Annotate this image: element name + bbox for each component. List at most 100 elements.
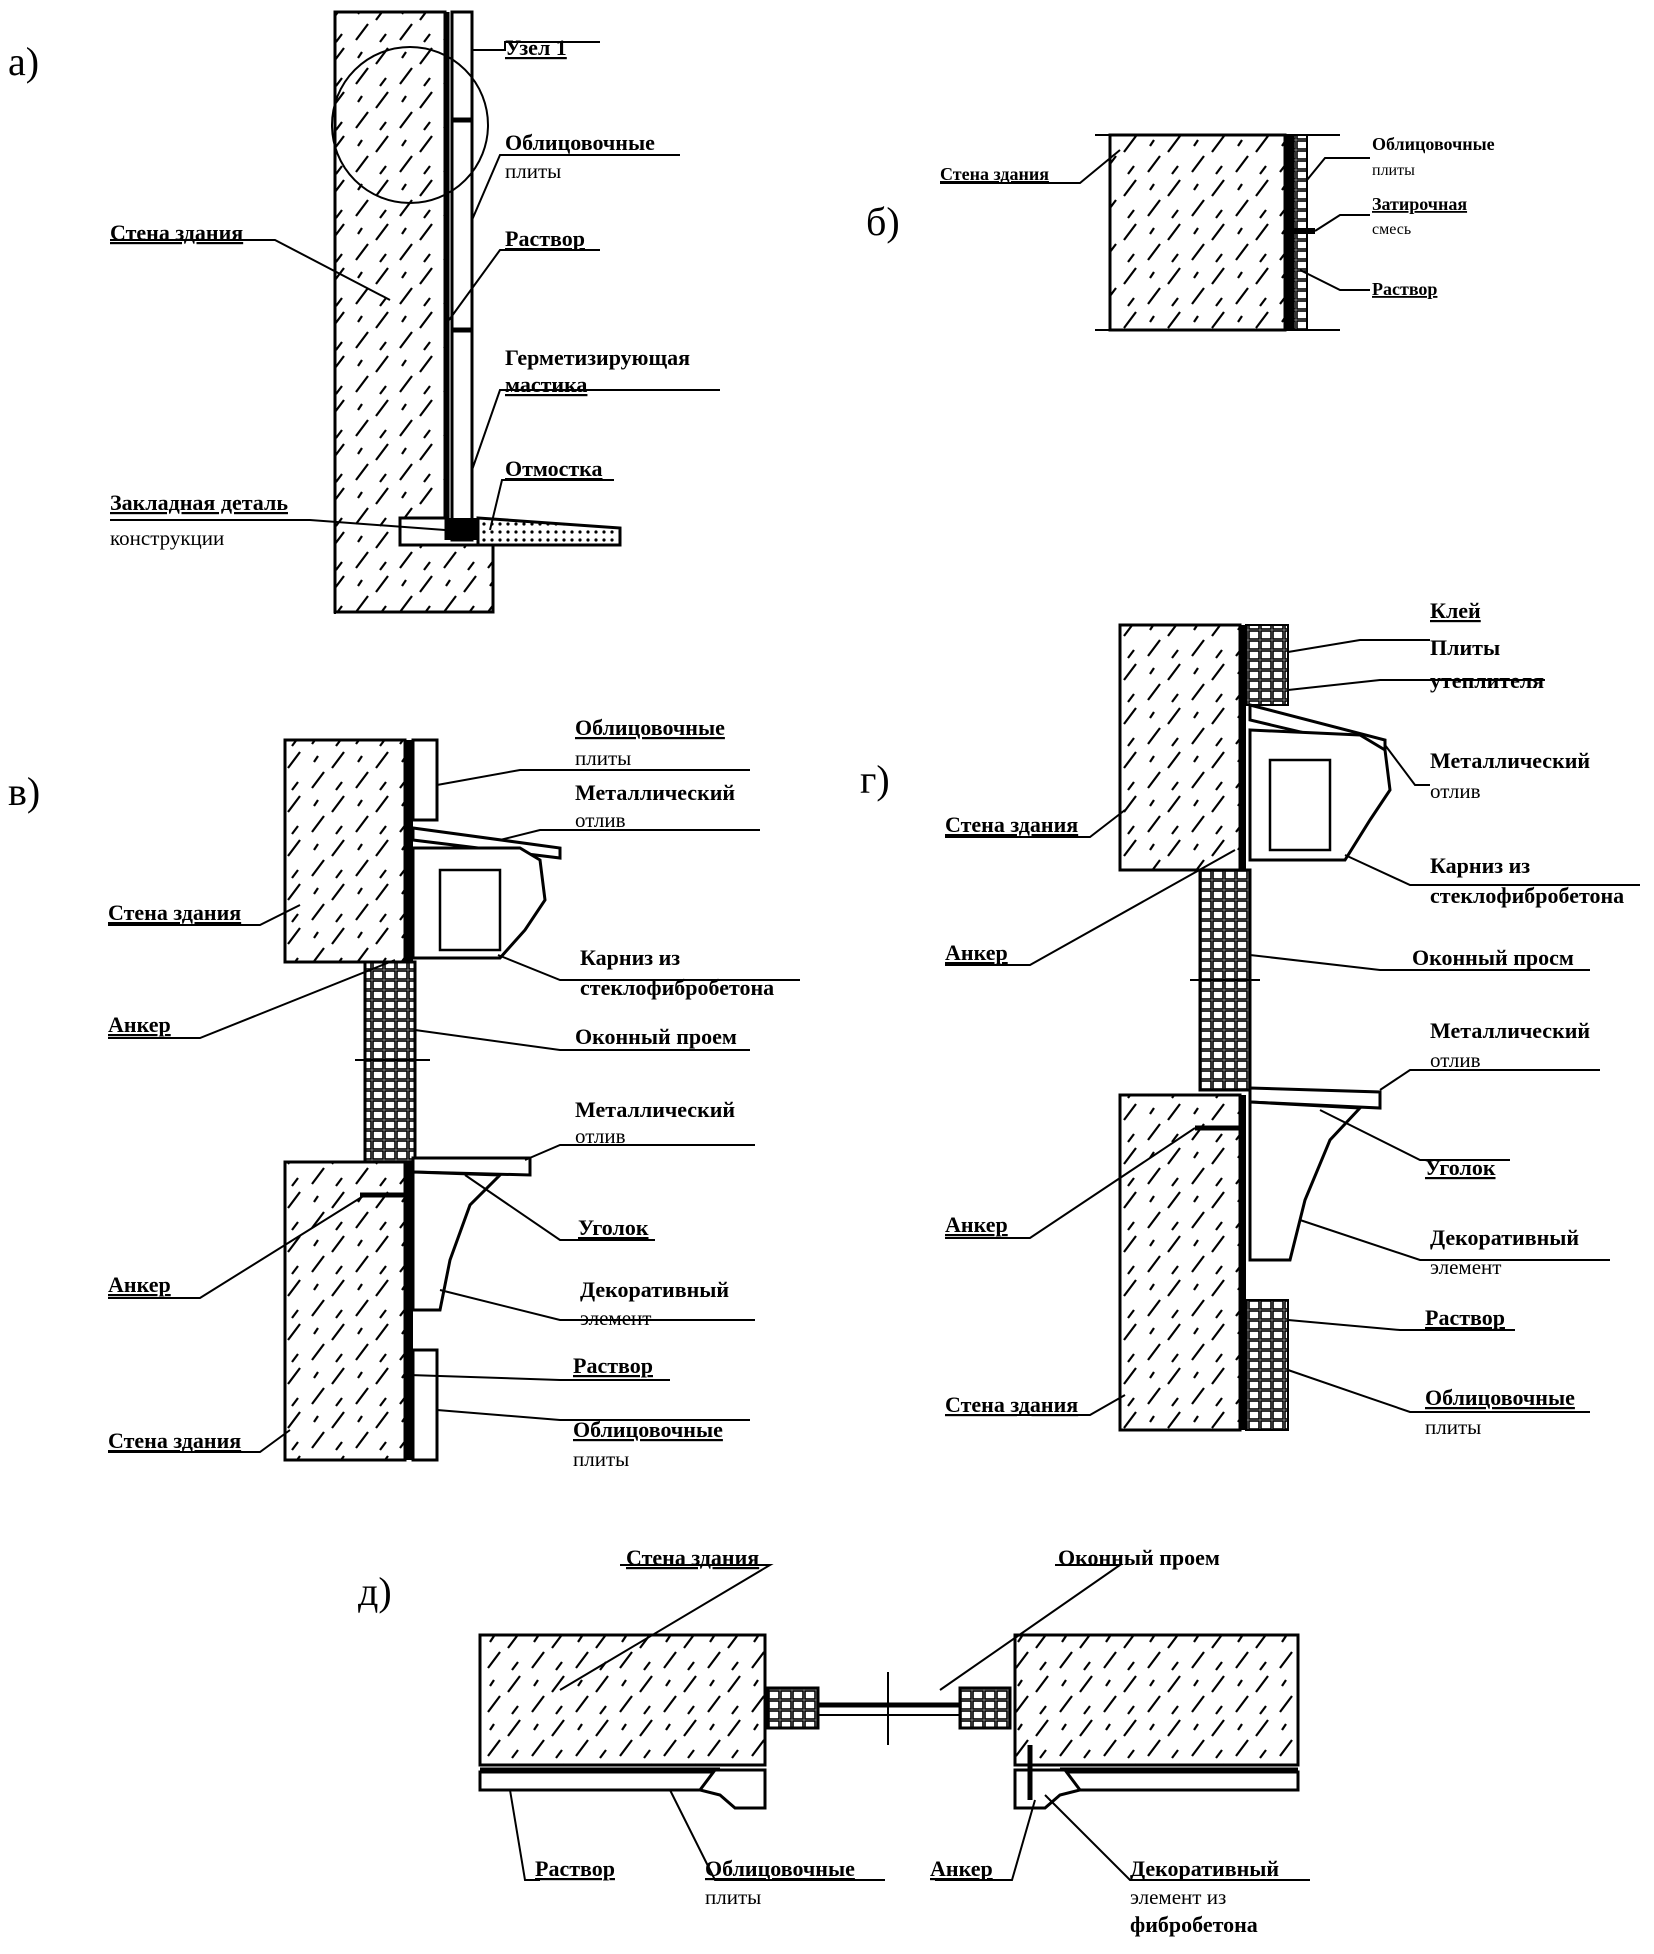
panel-g-label-drip-top-1: Металлический bbox=[1430, 748, 1590, 773]
panel-g-label-window: Оконный просм bbox=[1412, 945, 1574, 970]
panel-a-label-cladding-1: Облицовочные bbox=[505, 130, 655, 155]
panel-g-cornice-bracket bbox=[1268, 758, 1332, 852]
panel-a-leader-blind-area bbox=[489, 479, 614, 531]
panel-v-label-wall-top: Стена здания bbox=[108, 900, 241, 925]
panel-a-leader-embedded bbox=[110, 519, 446, 531]
panel-v-cladding-upper bbox=[411, 738, 439, 822]
panel-g: г) Клей Плиты утеплителя Металлический bbox=[860, 598, 1640, 1439]
panel-a-label-mastic-1: Герметизирующая bbox=[505, 345, 690, 370]
panel-v-window-frame bbox=[363, 960, 417, 1164]
panel-a-letter: а) bbox=[8, 39, 39, 84]
panel-g-label-wall-bottom: Стена здания bbox=[945, 1392, 1078, 1417]
panel-g-label-mortar: Раствор bbox=[1425, 1305, 1505, 1330]
panel-v-label-angle: Уголок bbox=[578, 1215, 649, 1240]
panel-g-glue-upper bbox=[1240, 625, 1246, 870]
panel-g-decor-element bbox=[1248, 1100, 1364, 1262]
panel-a-label-embedded-1: Закладная деталь bbox=[110, 490, 288, 515]
panel-g-wall-lower bbox=[1118, 1093, 1242, 1432]
panel-v-decor-element bbox=[411, 1170, 504, 1312]
panel-g-label-drip-bottom-2: отлив bbox=[1430, 1048, 1481, 1072]
panel-g-leader-mortar bbox=[1287, 1319, 1515, 1331]
panel-v-label-drip-top-1: Металлический bbox=[575, 780, 735, 805]
panel-d-cladding-left bbox=[478, 1770, 717, 1792]
panel-d-label-decor-2: элемент из bbox=[1130, 1885, 1226, 1909]
panel-v-cornice bbox=[411, 846, 547, 960]
panel-g-cladding bbox=[1245, 1299, 1289, 1431]
panel-b-leader-mortar bbox=[1299, 269, 1370, 291]
panel-v-leader-wall-top bbox=[108, 904, 301, 926]
panel-d-wall-right bbox=[1013, 1633, 1300, 1767]
panel-d-label-anchor: Анкер bbox=[930, 1856, 993, 1881]
panel-g-leader-cladding bbox=[1287, 1369, 1590, 1413]
panel-a-label-mastic-2: мастика bbox=[505, 372, 587, 397]
panel-v-leader-anchor-top bbox=[108, 959, 396, 1039]
panel-b-leader-wall bbox=[940, 149, 1121, 184]
panel-g-leader-anchor-top bbox=[945, 849, 1236, 966]
panel-v-leader-angle bbox=[464, 1174, 655, 1241]
panel-d-cladding-right bbox=[1058, 1770, 1300, 1792]
panel-g-label-insulation-1: Плиты bbox=[1430, 635, 1500, 660]
panel-b-letter: б) bbox=[866, 199, 900, 244]
panel-d-leader-decor bbox=[1044, 1794, 1310, 1881]
panel-g-leader-window bbox=[1249, 954, 1590, 971]
panel-v-label-anchor-top: Анкер bbox=[108, 1012, 171, 1037]
panel-v-mortar-lower bbox=[405, 1162, 413, 1460]
panel-v: в) Облицовочные плиты Металл bbox=[8, 715, 800, 1471]
panel-d-decor-right bbox=[1013, 1768, 1083, 1810]
panel-b-label-cladding-1: Облицовочные bbox=[1372, 134, 1495, 154]
panel-g-label-wall-top: Стена здания bbox=[945, 812, 1078, 837]
panel-g-insulation bbox=[1245, 624, 1289, 706]
panel-d-label-cladding-2: плиты bbox=[705, 1885, 761, 1909]
panel-v-leader-wall-bottom bbox=[108, 1429, 291, 1453]
panel-d-leader-anchor bbox=[935, 1799, 1036, 1881]
panel-g-label-anchor-top: Анкер bbox=[945, 940, 1008, 965]
panel-d-label-mortar: Раствор bbox=[535, 1856, 615, 1881]
panel-a-leader-mastic bbox=[471, 389, 720, 471]
panel-a-cladding bbox=[450, 10, 474, 542]
panel-v-label-mortar: Раствор bbox=[573, 1353, 653, 1378]
panel-g-label-drip-top-2: отлив bbox=[1430, 779, 1481, 803]
panel-g-label-drip-bottom-1: Металлический bbox=[1430, 1018, 1590, 1043]
panel-g-leader-insulation bbox=[1287, 679, 1545, 691]
panel-a-leader-mortar bbox=[448, 249, 600, 321]
panel-g-label-decor-1: Декоративный bbox=[1430, 1225, 1579, 1250]
panel-a-label-cladding-2: плиты bbox=[505, 159, 561, 183]
panel-v-leader-drip-top bbox=[499, 829, 760, 841]
panel-v-drip-lower bbox=[411, 1156, 532, 1177]
panel-g-leader-wall-bottom bbox=[945, 1394, 1126, 1416]
panel-d-window-frame-left bbox=[766, 1686, 820, 1730]
panel-v-leader-cladding-top bbox=[436, 769, 750, 786]
panel-b-mortar-layer bbox=[1285, 135, 1293, 330]
panel-v-label-wall-bottom: Стена здания bbox=[108, 1428, 241, 1453]
panel-a-node-circle bbox=[331, 46, 489, 204]
panel-d: д) Стена здания Оконный проем Раствор Об… bbox=[358, 1545, 1310, 1937]
panel-v-leader-cladding-bottom bbox=[436, 1409, 750, 1421]
panel-g-cornice bbox=[1248, 728, 1392, 862]
panel-v-label-cladding-top-2: плиты bbox=[575, 746, 631, 770]
panel-v-label-window: Оконный проем bbox=[575, 1024, 737, 1049]
panel-a-label-blind-area: Отмостка bbox=[505, 456, 603, 481]
panel-d-label-wall: Стена здания bbox=[626, 1545, 759, 1570]
panel-d-label-window: Оконный проем bbox=[1058, 1545, 1220, 1570]
panel-g-leader-drip-bottom bbox=[1379, 1069, 1600, 1091]
panel-v-leader-decor bbox=[439, 1289, 755, 1321]
panel-g-label-insulation-2: утеплителя bbox=[1430, 668, 1544, 693]
panel-v-cladding-lower bbox=[411, 1348, 439, 1462]
panel-v-label-decor-2: элемент bbox=[580, 1306, 651, 1330]
panel-g-label-cladding-2: плиты bbox=[1425, 1415, 1481, 1439]
panel-d-leader-mortar bbox=[509, 1789, 540, 1881]
panel-g-leader-angle bbox=[1319, 1109, 1510, 1161]
panel-b-grout-joint bbox=[1293, 228, 1315, 234]
panel-a-embedded-part bbox=[447, 518, 479, 540]
panel-b: б) Стена здания Облицовочные плиты Затир… bbox=[866, 133, 1495, 332]
panel-g-leader-drip-top bbox=[1384, 744, 1430, 786]
panel-g-leader-decor bbox=[1299, 1219, 1610, 1261]
panel-a: а) Узел 1 Облицовочные плиты Стена здани… bbox=[8, 10, 720, 614]
panel-v-label-drip-top-2: отлив bbox=[575, 808, 626, 832]
panel-v-label-decor-1: Декоративный bbox=[580, 1277, 729, 1302]
panel-g-glue-lower bbox=[1240, 1095, 1246, 1430]
panel-v-label-cladding-bottom-1: Облицовочные bbox=[573, 1417, 723, 1442]
panel-b-wall bbox=[1108, 133, 1287, 332]
